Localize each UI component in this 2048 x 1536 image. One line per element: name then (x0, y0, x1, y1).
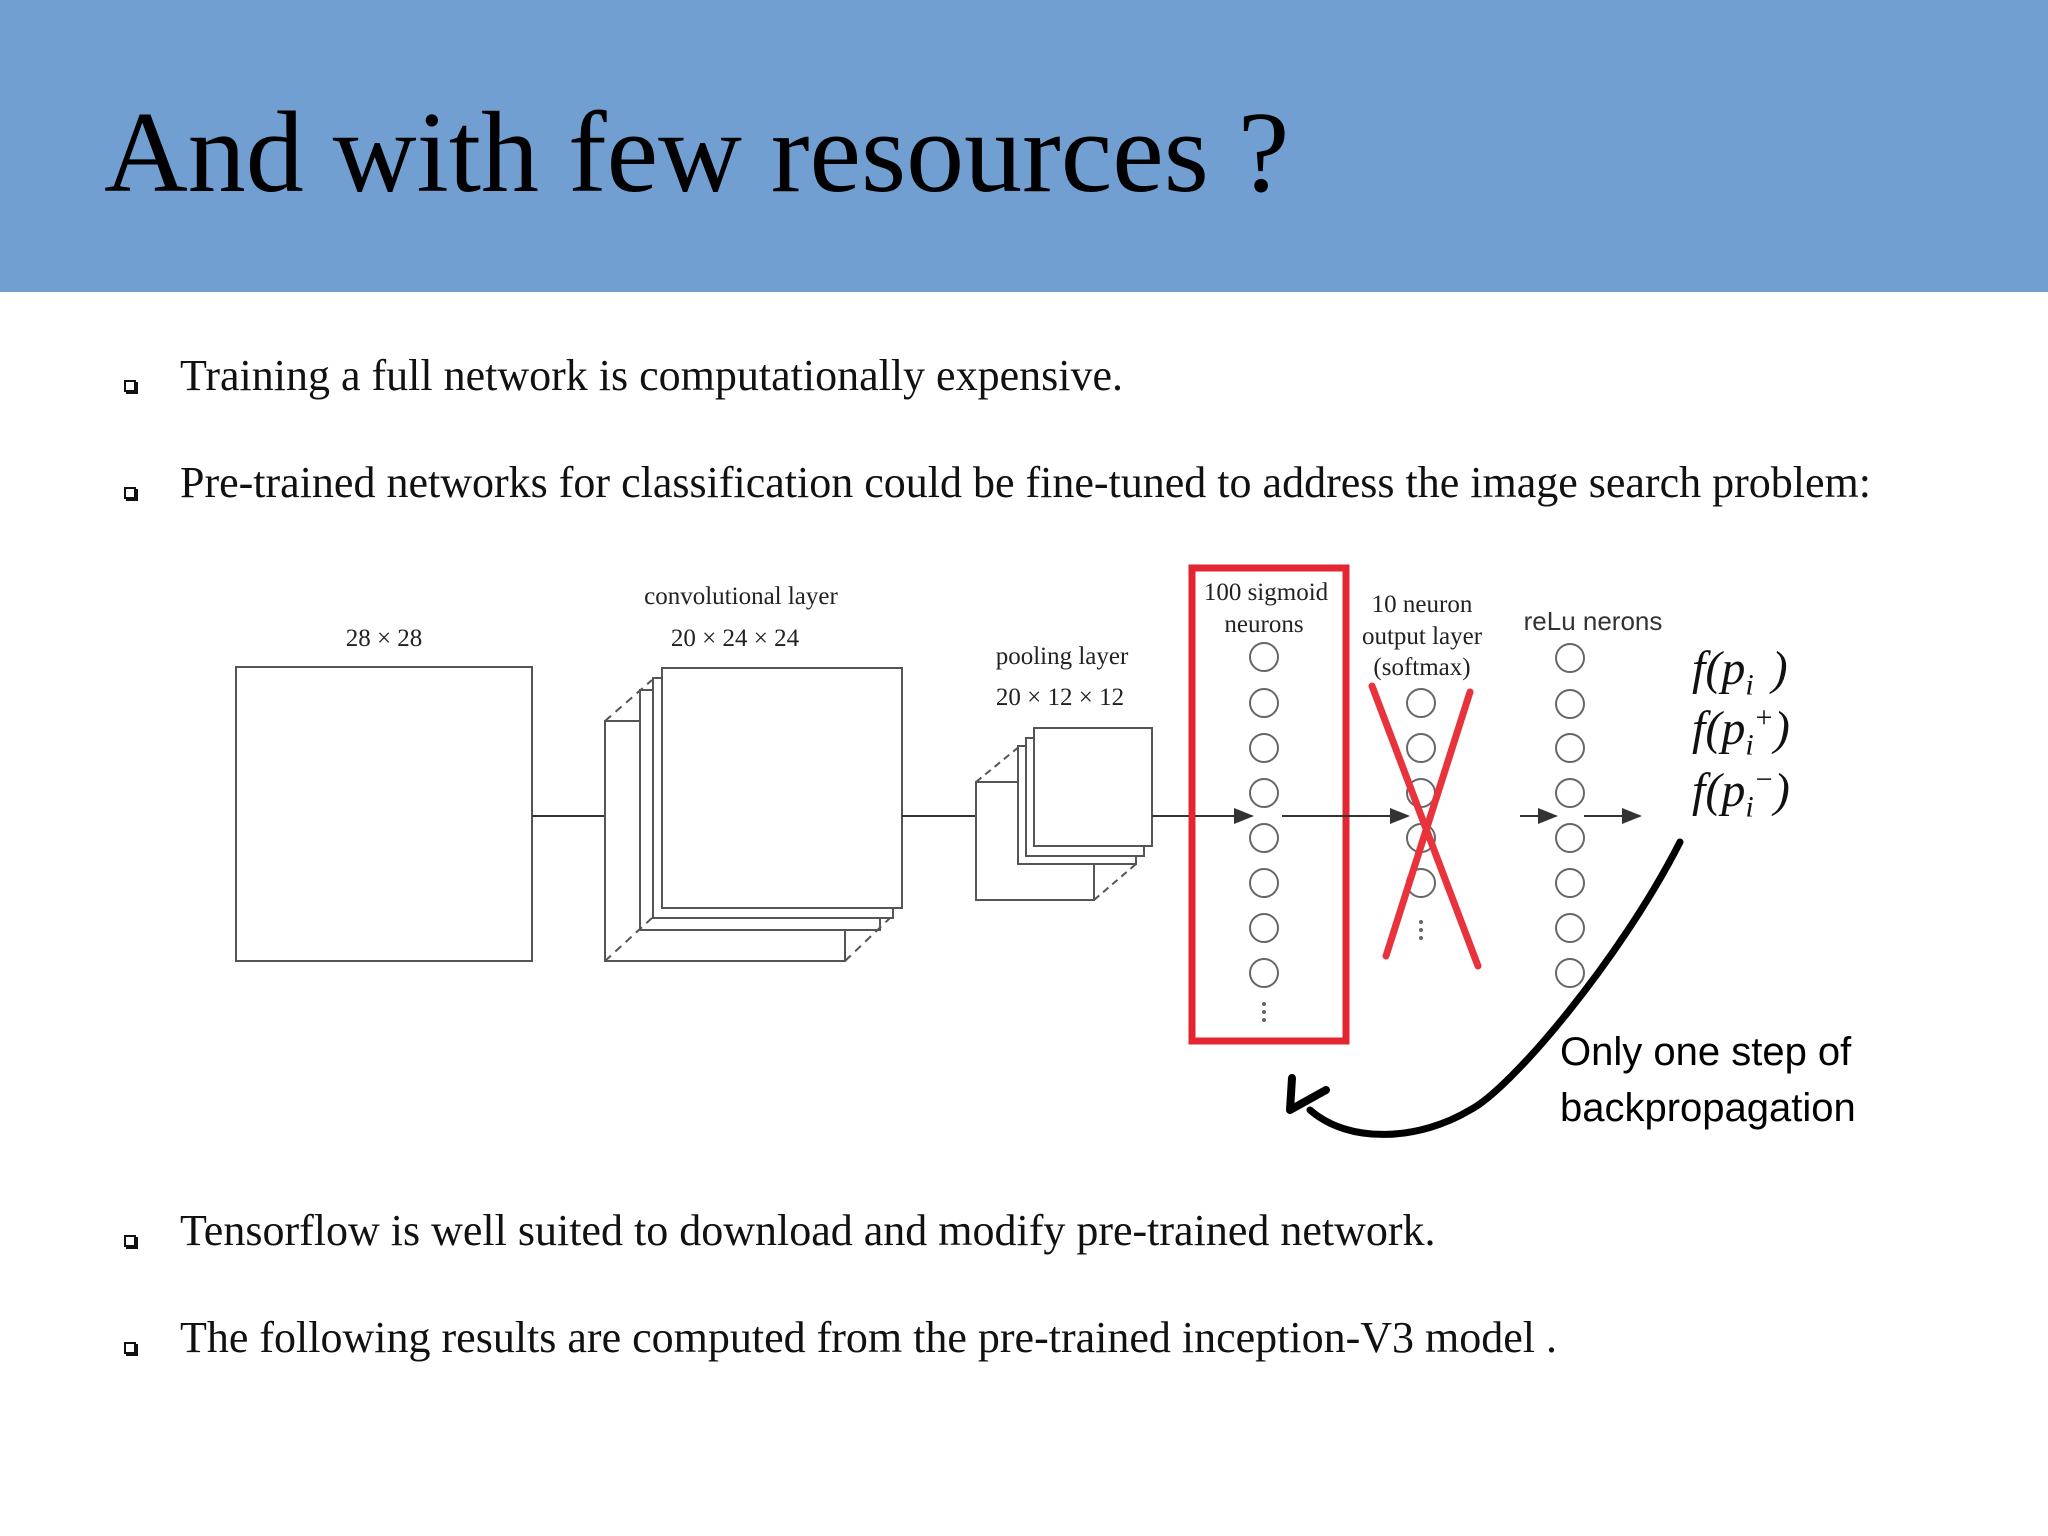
square-bullet-icon (124, 380, 136, 392)
backpropagation-annotation: Only one step of backpropagation (1560, 1024, 1900, 1136)
bullet-text: Pre-trained networks for classification … (180, 458, 1871, 507)
sigmoid-label: 100 sigmoid (1204, 579, 1329, 606)
conv-layer-label: convolutional layer (644, 583, 838, 610)
formula-f-pi-plus: f(pi+) (1692, 701, 1790, 762)
pooling-layer-label: pooling layer (996, 643, 1129, 670)
square-bullet-icon (124, 487, 136, 499)
conv-layer-size-label: 20 × 24 × 24 (671, 625, 800, 652)
formula-f-pi: f(pi) (1692, 642, 1788, 702)
input-layer-box (235, 666, 533, 962)
square-bullet-icon (124, 1235, 136, 1247)
pooling-layer-stack (975, 727, 1153, 901)
bullet-item: Pre-trained networks for classification … (0, 457, 2048, 567)
bullet-text: The following results are computed from … (180, 1313, 1558, 1362)
convolutional-layer-stack (604, 667, 903, 962)
backpropagation-arrow (1306, 838, 1684, 1138)
sigmoid-neuron-column (1249, 642, 1279, 1022)
bullet-item: Training a full network is computational… (0, 350, 2048, 460)
output-layer-label-3: (softmax) (1373, 654, 1470, 681)
bullet-text: Tensorflow is well suited to download an… (180, 1206, 1436, 1255)
annotation-line-2: backpropagation (1560, 1086, 1856, 1130)
output-layer-label: 10 neuron (1372, 591, 1473, 618)
relu-neuron-column (1555, 643, 1585, 988)
sigmoid-label-2: neurons (1224, 611, 1303, 638)
pooling-layer-size-label: 20 × 12 × 12 (996, 684, 1124, 711)
cross-out-mark (1368, 682, 1482, 970)
formula-f-pi-minus: f(pi−) (1692, 763, 1790, 824)
slide-title: And with few resources ? (104, 89, 1290, 217)
bullet-item: Tensorflow is well suited to download an… (0, 1205, 2048, 1315)
backpropagation-arrowhead (1286, 1074, 1330, 1114)
sigmoid-highlight-box (1188, 564, 1350, 1045)
square-bullet-icon (124, 1342, 136, 1354)
bullet-item: The following results are computed from … (0, 1312, 2048, 1422)
output-layer-label-2: output layer (1362, 623, 1483, 650)
bullet-text: Training a full network is computational… (180, 351, 1123, 400)
annotation-line-1: Only one step of (1560, 1030, 1852, 1074)
title-band: And with few resources ? (0, 0, 2048, 292)
relu-label: reLu nerons (1524, 606, 1663, 636)
input-size-label: 28 × 28 (346, 625, 423, 652)
